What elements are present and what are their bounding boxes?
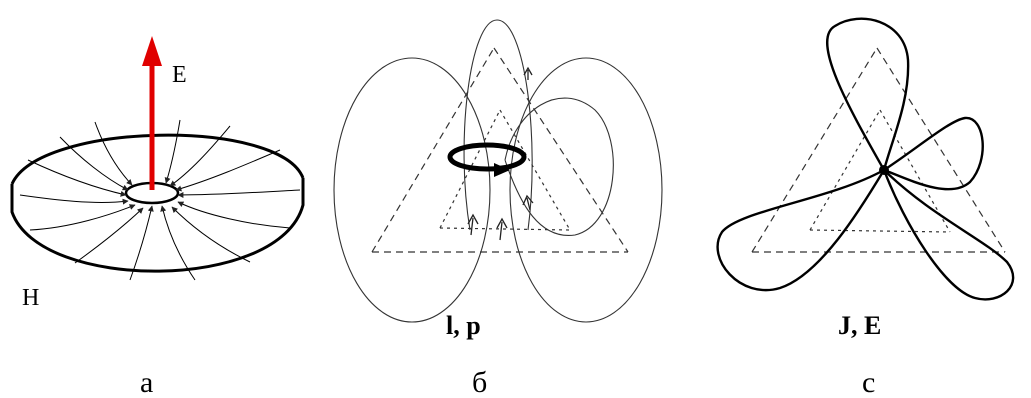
h-label: H	[22, 285, 39, 311]
e-arrow-head	[142, 36, 162, 66]
current-ring	[447, 142, 527, 172]
lobes	[716, 17, 1015, 301]
field-loops	[333, 19, 663, 323]
ring-arrow-head	[494, 163, 510, 177]
torus-outer-bottom	[10, 178, 305, 273]
title-b: l, p	[446, 311, 481, 340]
title-c: J, E	[838, 311, 881, 340]
lobe-bottom-right	[882, 169, 1015, 301]
center-node	[879, 165, 889, 175]
panel-b-triangle: l, p б	[333, 19, 663, 398]
caption-b: б	[472, 366, 487, 398]
h-field-lines	[19, 119, 301, 281]
dashed-triangles	[371, 47, 629, 253]
lobe-top	[825, 17, 910, 171]
panel-a-torus: E H a	[10, 36, 305, 398]
lobe-right-small	[883, 116, 984, 191]
caption-a: a	[140, 366, 153, 398]
dashed-triangles-c	[751, 47, 1006, 253]
torus-outer-top	[10, 133, 305, 185]
lobe-left	[716, 168, 886, 292]
loop-arrow-markers	[467, 66, 534, 241]
panel-c-trilobe: J, E c	[716, 17, 1015, 398]
e-label: E	[172, 62, 187, 88]
caption-c: c	[862, 366, 875, 398]
